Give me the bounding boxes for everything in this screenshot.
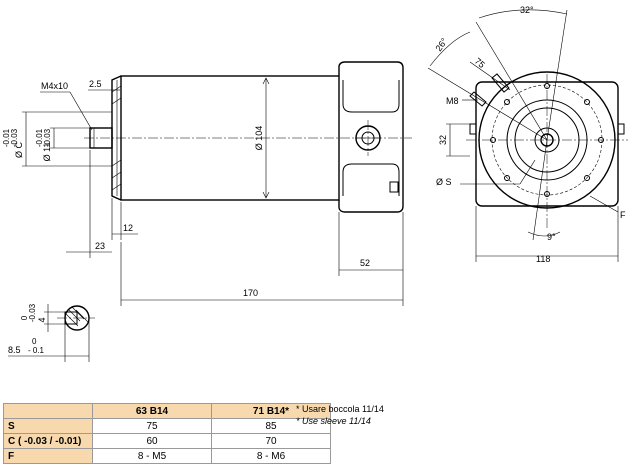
m8-label: M8 xyxy=(446,96,459,106)
dim-32: 32 xyxy=(438,135,448,145)
rear-cap xyxy=(338,61,404,213)
s-label: Ø S xyxy=(436,177,452,187)
dim-118: 118 xyxy=(536,254,550,264)
table-row: F 8 - M5 8 - M6 xyxy=(3,448,331,464)
spec-table: 63 B14 71 B14* S 75 85 C ( -0.03 / -0.01… xyxy=(3,403,331,464)
shaft-tol-top: 0 xyxy=(20,315,29,320)
row-label: F xyxy=(3,448,93,464)
dim-23: 23 xyxy=(95,241,105,251)
table-cell: 75 xyxy=(92,418,212,434)
dim-8-5: 8.5 xyxy=(8,345,21,355)
dim-c-label: Ø C xyxy=(14,142,24,159)
dim-11-tol-top: -0.01 xyxy=(35,128,44,147)
f-label: F xyxy=(620,210,626,220)
footnotes: * Usare boccola 11/14 * Use sleeve 11/14 xyxy=(296,403,384,427)
thread-label: M4x10 xyxy=(41,81,68,91)
dim-12: 12 xyxy=(123,223,133,233)
table-cell: 70 xyxy=(211,433,331,449)
row-label: S xyxy=(3,418,93,434)
dim-c-tol-top: -0.01 xyxy=(2,128,11,147)
dim-8-5-tol-bottom: - 0.1 xyxy=(28,346,45,355)
key-width: 4 xyxy=(37,317,47,322)
shaft-tol-bottom: -0.03 xyxy=(28,303,37,322)
dim-11-label: Ø 11 xyxy=(42,143,52,162)
table-row: S 75 85 xyxy=(3,418,331,434)
table-cell: 8 - M6 xyxy=(211,448,331,464)
side-view xyxy=(84,61,412,213)
table-header-cell: 63 B14 xyxy=(92,403,212,419)
dim-104: Ø 104 xyxy=(254,126,264,151)
dim-75: 75 xyxy=(473,56,487,70)
table-header-cell xyxy=(3,403,93,419)
table-row: C ( -0.03 / -0.01) 60 70 xyxy=(3,433,331,449)
dim-11-tol-bottom: -0.03 xyxy=(43,128,52,147)
angle-9: 9° xyxy=(547,232,556,242)
angle-32: 32° xyxy=(520,5,534,15)
dim-170: 170 xyxy=(243,288,258,298)
note-italian: * Usare boccola 11/14 xyxy=(296,404,384,414)
technical-drawing: M4x10 2.5 -0.01 -0.03 Ø C -0.01 -0.03 Ø … xyxy=(2,5,628,362)
front-dimensions: 32° 26° 75 M8 32 Ø S F 9° 118 xyxy=(427,5,626,264)
table-header-row: 63 B14 71 B14* xyxy=(3,403,331,419)
angle-26: 26° xyxy=(433,36,449,53)
table-cell: 8 - M5 xyxy=(92,448,212,464)
shaft-section: 0 -0.03 4 8.5 0 - 0.1 xyxy=(8,303,95,362)
side-dimensions: M4x10 2.5 -0.01 -0.03 Ø C -0.01 -0.03 Ø … xyxy=(2,77,404,306)
dim-c-tol-bottom: -0.03 xyxy=(10,128,19,147)
dim-52: 52 xyxy=(360,258,370,268)
front-view xyxy=(466,71,628,230)
table-cell: 60 xyxy=(92,433,212,449)
dim-2-5: 2.5 xyxy=(89,79,102,89)
note-english: * Use sleeve 11/14 xyxy=(296,416,371,426)
dim-8-5-tol-top: 0 xyxy=(32,337,37,346)
row-label: C ( -0.03 / -0.01) xyxy=(3,433,93,449)
